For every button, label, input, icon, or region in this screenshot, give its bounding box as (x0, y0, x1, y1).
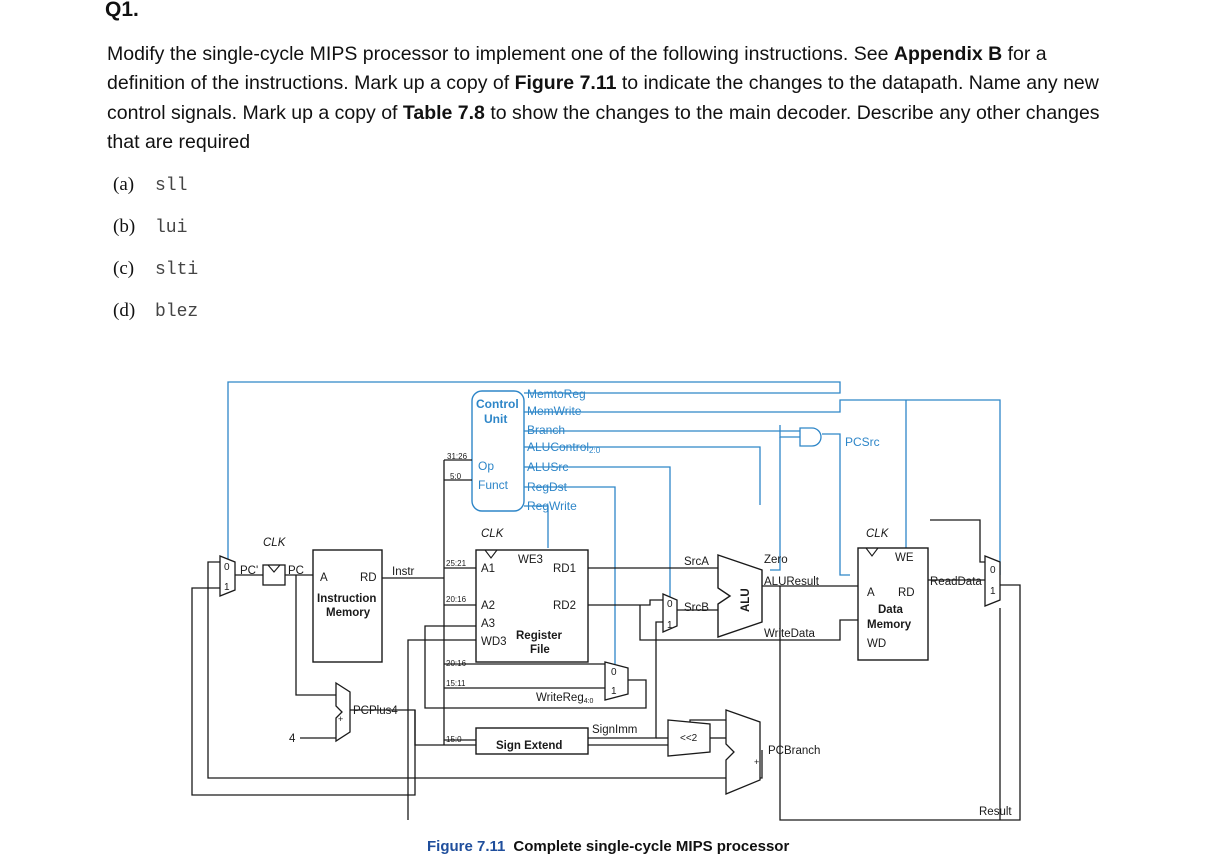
signal-memwrite: MemWrite (527, 404, 582, 418)
rf-a1: A1 (481, 563, 495, 575)
register-file (475, 549, 589, 663)
rf-a2: A2 (481, 600, 495, 612)
bits-15-0: 15:0 (446, 735, 462, 744)
alusrc-mux-1: 1 (667, 620, 673, 631)
rf-a3: A3 (481, 618, 495, 630)
branch-plus: + (754, 757, 759, 767)
aluresult-label: ALUResult (764, 576, 820, 588)
memtoreg-mux-1: 1 (990, 586, 996, 597)
bits-31-26: 31:26 (447, 452, 468, 461)
instruction-memory (312, 549, 383, 663)
bits-20-16: 20:16 (446, 595, 467, 604)
dm-rd: RD (898, 587, 915, 599)
regdst-mux-0: 0 (611, 667, 617, 678)
memtoreg-mux (984, 555, 1001, 607)
writereg-label: WriteReg4:0 (536, 692, 594, 705)
option-a: (a)sll (113, 174, 188, 196)
sign-extend-box (475, 727, 589, 755)
dm-clk: CLK (866, 528, 890, 540)
pcplus4-adder (335, 681, 351, 743)
regdst-mux-1: 1 (611, 686, 617, 697)
pc-clk-label: CLK (263, 537, 287, 549)
pcplus4-label: PCPlus4 (353, 705, 398, 717)
imem-a: A (320, 572, 328, 584)
pc-label: PC (288, 565, 304, 577)
imem-rd: RD (360, 572, 377, 584)
rf-we3: WE3 (518, 554, 543, 566)
pcsrc-label: PCSrc (845, 435, 880, 449)
signal-alusrc: ALUSrc (527, 460, 568, 474)
dm-line1: Data (878, 604, 904, 616)
rf-line1: Register (516, 630, 563, 642)
zero-label: Zero (764, 554, 788, 566)
srca-label: SrcA (684, 556, 709, 568)
dm-we: WE (895, 552, 914, 564)
option-d: (d)blez (113, 300, 199, 322)
branch-and-gate (799, 427, 822, 447)
pc-mux (219, 555, 236, 597)
pc-mux-1: 1 (224, 582, 230, 593)
shift-left-2-box (667, 719, 711, 757)
control-unit-box (471, 390, 525, 512)
sign-extend-label: Sign Extend (496, 740, 562, 752)
signal-regwrite: RegWrite (527, 499, 577, 513)
rf-clk: CLK (481, 528, 505, 540)
pcbranch-label: PCBranch (768, 745, 820, 757)
pc-mux-0: 0 (224, 562, 230, 573)
rf-line2: File (530, 644, 550, 656)
question-title: Q1. (105, 0, 139, 21)
instr-label: Instr (392, 566, 415, 578)
signal-alucontrol: ALUControl2:0 (527, 440, 601, 455)
signal-memtoreg: MemtoReg (527, 387, 586, 401)
bits-20-16-b: 20:16 (446, 659, 467, 668)
option-b: (b)lui (113, 216, 188, 238)
dm-wd: WD (867, 638, 886, 650)
imem-line1: Instruction (317, 593, 376, 605)
control-unit-title: Control (476, 397, 519, 411)
alu-shape (717, 554, 763, 638)
readdata-label: ReadData (930, 576, 982, 588)
pc-prime-label: PC' (240, 565, 258, 577)
srcb-label: SrcB (684, 602, 709, 614)
figure-ref: Figure 7.11 (514, 72, 617, 95)
op-label: Op (478, 459, 494, 473)
bits-25-21: 25:21 (446, 559, 467, 568)
bits-15-11: 15:11 (446, 679, 466, 688)
imem-line2: Memory (326, 607, 371, 619)
bits-5-0: 5:0 (450, 472, 462, 481)
rf-rd1: RD1 (553, 563, 576, 575)
rf-wd3: WD3 (481, 636, 507, 648)
result-label: Result (979, 806, 1012, 818)
pc-register (262, 564, 286, 586)
four-constant: 4 (289, 733, 296, 745)
option-c: (c)slti (113, 258, 199, 280)
writedata-label: WriteData (764, 628, 816, 640)
shift-label: <<2 (680, 733, 698, 744)
branch-adder (725, 709, 761, 795)
control-unit-title2: Unit (484, 412, 507, 426)
funct-label: Funct (478, 478, 509, 492)
memtoreg-mux-0: 0 (990, 565, 996, 576)
question-text: Modify the single-cycle MIPS processor t… (107, 43, 1100, 153)
signal-branch: Branch (527, 423, 565, 437)
pcplus4-plus: + (338, 714, 343, 724)
dm-a: A (867, 587, 875, 599)
table-ref: Table 7.8 (402, 101, 485, 124)
rf-rd2: RD2 (553, 600, 576, 612)
alusrc-mux-0: 0 (667, 599, 673, 610)
data-memory (857, 547, 929, 661)
signal-regdst: RegDst (527, 480, 568, 494)
regdst-mux (604, 661, 629, 701)
appendix-ref: Appendix B (893, 43, 1003, 65)
signimm-label: SignImm (592, 724, 637, 736)
dm-line2: Memory (867, 619, 912, 631)
alusrc-mux (662, 593, 678, 633)
control-wires (227, 381, 1001, 664)
alu-label: ALU (740, 588, 752, 612)
